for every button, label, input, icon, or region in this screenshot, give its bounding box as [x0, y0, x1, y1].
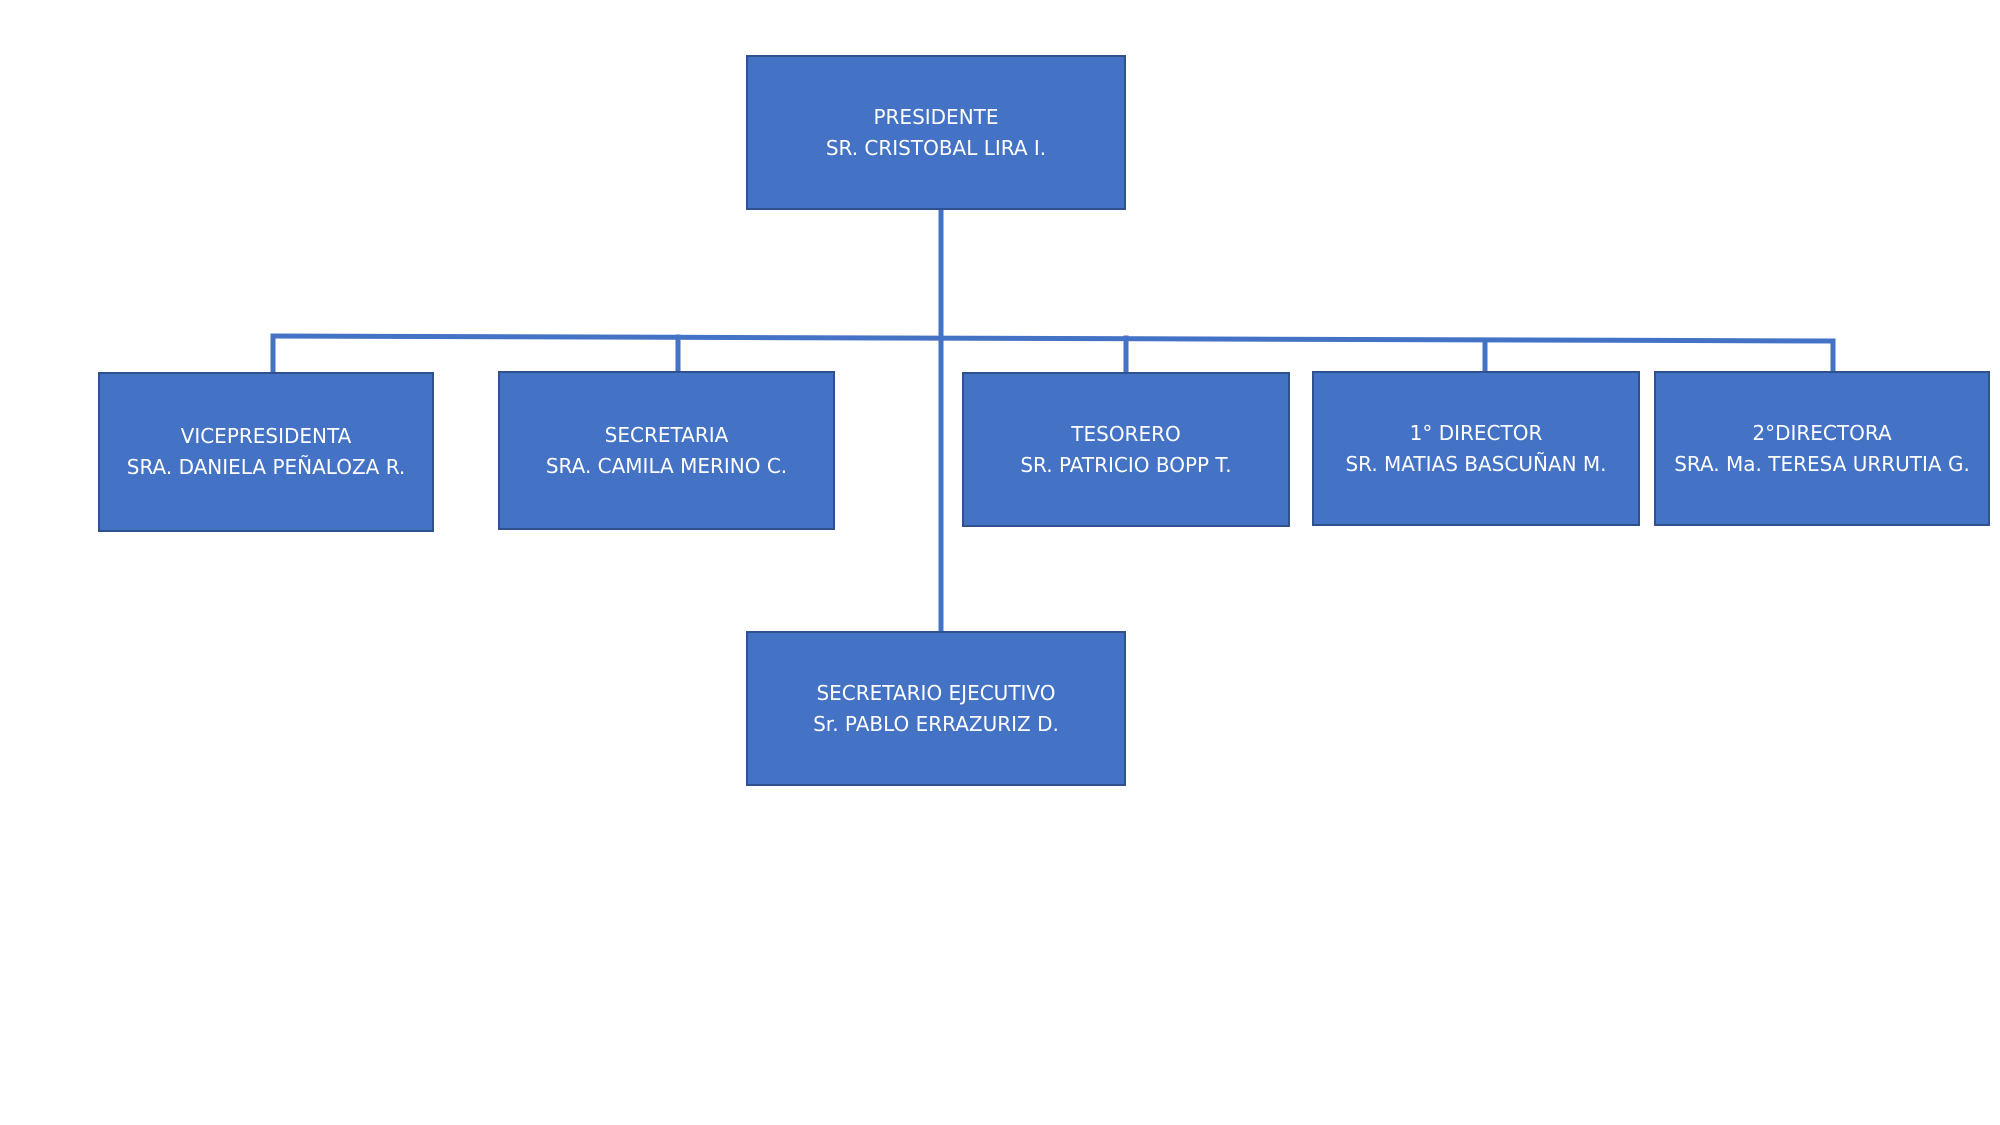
node-person-name: Sr. PABLO ERRAZURIZ D.: [813, 711, 1059, 736]
node-secretario-ejecutivo: SECRETARIO EJECUTIVO Sr. PABLO ERRAZURIZ…: [746, 631, 1126, 786]
node-role: VICEPRESIDENTA: [180, 424, 352, 448]
node-role: SECRETARIA: [604, 422, 729, 447]
node-role: 2°DIRECTORA: [1752, 420, 1892, 445]
node-director-2: 2°DIRECTORA SRA. Ma. TERESA URRUTIA G.: [1654, 371, 1990, 526]
node-person-name: SR. PATRICIO BOPP T.: [1020, 452, 1232, 477]
node-person-name: SR. MATIAS BASCUÑAN M.: [1345, 451, 1607, 476]
node-role: TESORERO: [1071, 421, 1181, 446]
node-role: SECRETARIO EJECUTIVO: [816, 680, 1056, 705]
node-person-name: SRA. CAMILA MERINO C.: [545, 453, 788, 478]
connector-horizontal-bar: [270, 333, 1836, 344]
node-secretaria: SECRETARIA SRA. CAMILA MERINO C.: [498, 371, 835, 530]
node-president: PRESIDENTE SR. CRISTOBAL LIRA I.: [746, 55, 1126, 210]
node-director-1: 1° DIRECTOR SR. MATIAS BASCUÑAN M.: [1312, 371, 1640, 526]
node-vicepresidenta: VICEPRESIDENTA SRA. DANIELA PEÑALOZA R.: [98, 372, 434, 532]
node-person-name: SR. CRISTOBAL LIRA I.: [825, 135, 1047, 160]
node-role: 1° DIRECTOR: [1409, 420, 1543, 445]
node-person-name: SRA. Ma. TERESA URRUTIA G.: [1674, 451, 1970, 476]
node-person-name: SRA. DANIELA PEÑALOZA R.: [126, 455, 406, 479]
node-role: PRESIDENTE: [873, 104, 999, 129]
node-tesorero: TESORERO SR. PATRICIO BOPP T.: [962, 372, 1290, 527]
